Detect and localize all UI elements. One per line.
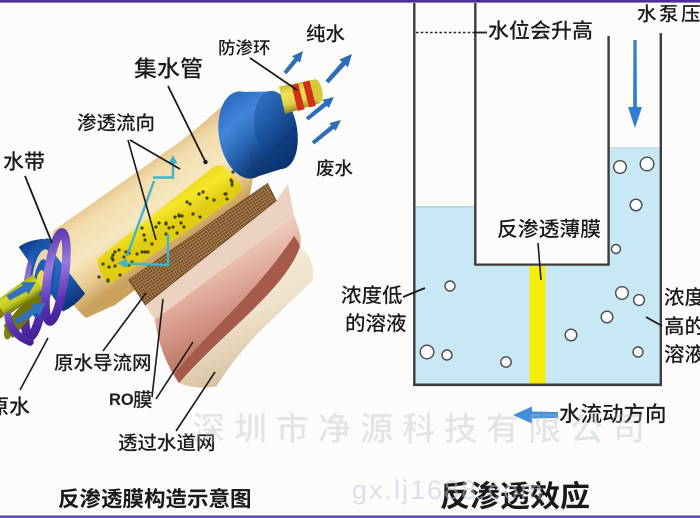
svg-text:RO: RO [109, 391, 134, 409]
svg-text:gx.lj1688.com: gx.lj1688.com [352, 475, 545, 505]
